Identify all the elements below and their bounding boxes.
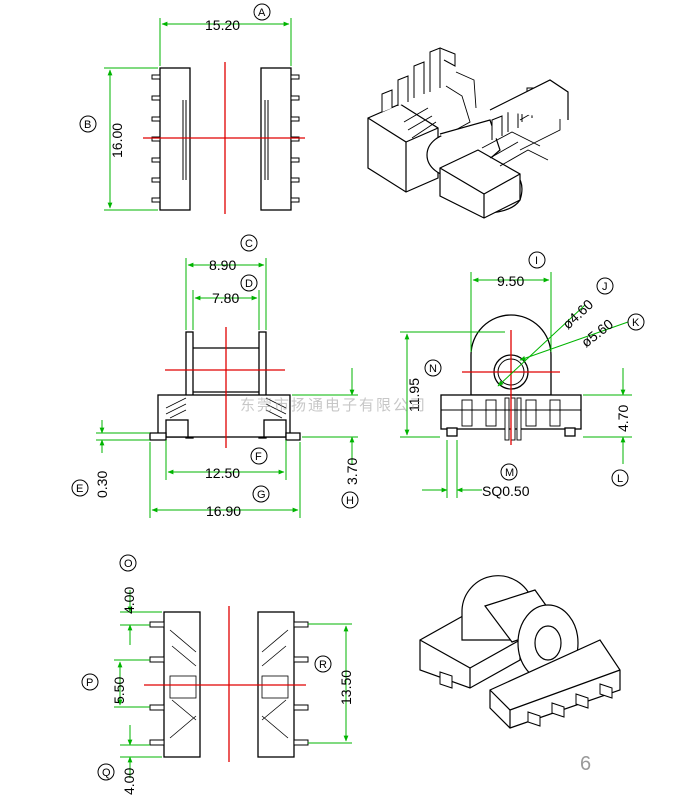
- dimension-b: [104, 67, 158, 211]
- callout-r-circle: [314, 655, 332, 673]
- callout-i-circle: [528, 251, 546, 269]
- top-view: [151, 67, 300, 211]
- front-view-hatch: [165, 397, 287, 419]
- dimension-l-value: 4.70: [615, 405, 631, 432]
- callout-g-circle: [252, 485, 270, 503]
- callout-c-circle: [240, 234, 258, 252]
- dimension-o: [120, 590, 162, 645]
- callout-c-letter: C: [245, 238, 253, 250]
- callout-n-circle: [424, 359, 442, 377]
- dimension-m: [422, 440, 482, 498]
- callout-d-letter: D: [245, 278, 253, 290]
- callout-b-circle: [79, 115, 97, 133]
- callout-o-letter: O: [124, 558, 133, 570]
- dimension-r-value: 13.50: [338, 670, 354, 705]
- dimension-q: [120, 725, 162, 778]
- callout-l-circle: [611, 469, 629, 487]
- dimension-k: [519, 321, 629, 361]
- callout-l-letter: L: [617, 473, 623, 485]
- callout-p-letter: P: [86, 677, 93, 689]
- callout-j-letter: J: [602, 281, 608, 293]
- callout-k-letter: K: [632, 317, 640, 329]
- dimension-c: [185, 258, 267, 330]
- callout-n-letter: N: [429, 363, 437, 375]
- dimension-g-value: 16.90: [206, 503, 241, 519]
- front-view: [149, 331, 301, 441]
- dimension-d-value: 7.80: [212, 290, 239, 306]
- dimension-e: [96, 420, 150, 453]
- callout-f-letter: F: [255, 451, 262, 463]
- callout-k-circle: [627, 313, 645, 331]
- callout-h-letter: H: [346, 495, 354, 507]
- dimension-b-value: 16.00: [109, 123, 125, 158]
- callout-d-circle: [240, 274, 258, 292]
- callout-f-circle: [250, 447, 268, 465]
- bottom-view-centerlines: [144, 606, 306, 762]
- dimension-c-value: 8.90: [209, 257, 236, 273]
- company-watermark: 东莞市扬通电子有限公司: [240, 396, 427, 414]
- dimension-m-value: SQ0.50: [482, 483, 530, 499]
- callout-r-letter: R: [319, 659, 327, 671]
- isometric-view-top: [367, 47, 569, 219]
- dimension-e-value: 0.30: [94, 471, 110, 498]
- dimension-j: [497, 304, 586, 387]
- dimension-a-value: 15.20: [205, 17, 240, 33]
- dimension-d: [192, 290, 260, 330]
- bottom-view-ribs: [169, 629, 289, 739]
- dimension-k-value: ø5.60: [578, 316, 616, 351]
- dimension-p: [114, 659, 150, 708]
- dimension-q-value: 4.00: [121, 768, 137, 795]
- callout-p-circle: [81, 673, 99, 691]
- isometric-view-bottom: [419, 575, 621, 729]
- callout-q-circle: [97, 763, 115, 781]
- dimension-n-value: 11.95: [406, 378, 422, 412]
- bottom-view-pins: [149, 621, 309, 746]
- dimension-h: [292, 368, 358, 464]
- isometric-view-bottom-pins: [439, 671, 613, 727]
- callout-a-letter: A: [258, 7, 266, 19]
- dimension-h-value: 3.70: [344, 458, 360, 485]
- side-view-base-details: [441, 397, 581, 441]
- callout-o-circle: [119, 554, 137, 572]
- callout-g-letter: G: [257, 489, 266, 501]
- dimension-o-value: 4.00: [121, 587, 137, 614]
- dimension-n: [400, 331, 505, 438]
- dimension-f: [165, 440, 287, 480]
- callout-m-circle: [500, 463, 518, 481]
- dimension-r: [308, 623, 352, 744]
- dimension-l: [583, 368, 632, 464]
- dimension-g: [149, 442, 301, 518]
- callout-a-circle: [253, 3, 271, 21]
- callout-i-letter: I: [535, 255, 538, 267]
- callout-h-circle: [341, 491, 359, 509]
- dimension-f-value: 12.50: [205, 465, 240, 481]
- callout-j-circle: [596, 277, 614, 295]
- front-view-centerlines: [165, 327, 285, 448]
- top-view-centerlines: [143, 62, 305, 214]
- dimension-i: [470, 272, 552, 352]
- dimension-i-value: 9.50: [497, 273, 524, 289]
- callout-m-letter: M: [505, 467, 514, 479]
- callout-q-letter: Q: [102, 767, 111, 779]
- dimension-p-value: 5.50: [111, 677, 127, 704]
- callout-e-letter: E: [76, 483, 83, 495]
- callout-b-letter: B: [84, 119, 91, 131]
- page-number: 6: [580, 753, 591, 775]
- side-view-centerlines: [462, 330, 560, 445]
- callout-e-circle: [71, 479, 89, 497]
- dimension-a: [159, 18, 292, 66]
